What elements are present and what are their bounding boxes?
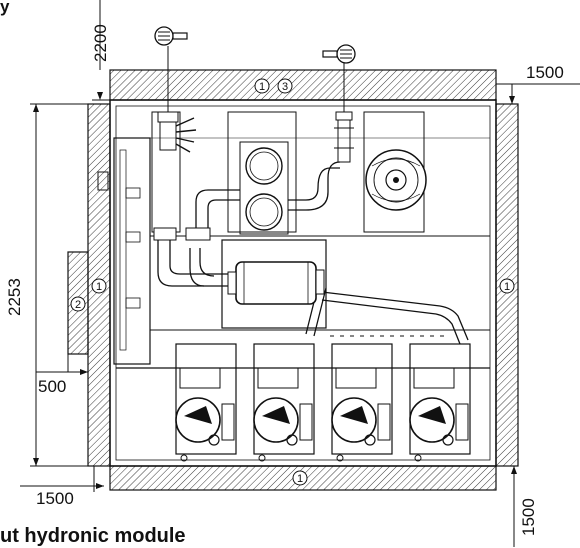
svg-text:1: 1	[259, 81, 265, 93]
strainer-filter	[239, 141, 289, 235]
svg-text:1: 1	[504, 281, 510, 293]
dimension-left-height: 2253	[5, 103, 88, 467]
inlet-valve-assembly	[157, 46, 197, 153]
svg-text:3: 3	[282, 81, 288, 93]
outlet-valve-assembly	[334, 62, 354, 163]
valve-handle-icon	[154, 26, 188, 46]
buffer-tank	[221, 239, 327, 329]
svg-text:2200: 2200	[91, 24, 110, 62]
svg-text:1500: 1500	[526, 63, 564, 82]
callout-bottom: 1	[292, 470, 308, 486]
dimension-top-clearance: 2200	[91, 0, 110, 101]
callout-side: 2	[70, 296, 86, 312]
unit-inner-frame	[115, 105, 491, 461]
svg-text:1: 1	[297, 473, 303, 485]
top-text-fragment: y	[0, 0, 10, 16]
svg-text:500: 500	[38, 377, 66, 396]
unit-frame	[109, 99, 497, 467]
callout-right: 1	[499, 278, 515, 294]
dimension-top-right: 1500	[496, 63, 580, 104]
svg-text:1: 1	[96, 281, 102, 293]
svg-text:1500: 1500	[519, 498, 538, 536]
dimension-bottom-right: 1500	[511, 466, 538, 547]
callout-top: 1 3	[254, 78, 293, 94]
callout-left: 1	[91, 278, 107, 294]
dimension-side-offset: 500	[36, 354, 88, 396]
svg-text:2253: 2253	[5, 278, 24, 316]
top-clearance-zone	[109, 69, 497, 101]
expansion-tank	[365, 149, 427, 211]
svg-text:2: 2	[75, 299, 81, 311]
dimension-bottom-left: 1500	[20, 466, 104, 508]
svg-text:1500: 1500	[36, 489, 74, 508]
pump-icon	[175, 343, 471, 462]
control-cabinet	[113, 137, 151, 365]
pipework	[157, 161, 469, 345]
figure-caption: ut hydronic module	[0, 525, 186, 547]
outlet-valve-icon	[322, 44, 356, 64]
